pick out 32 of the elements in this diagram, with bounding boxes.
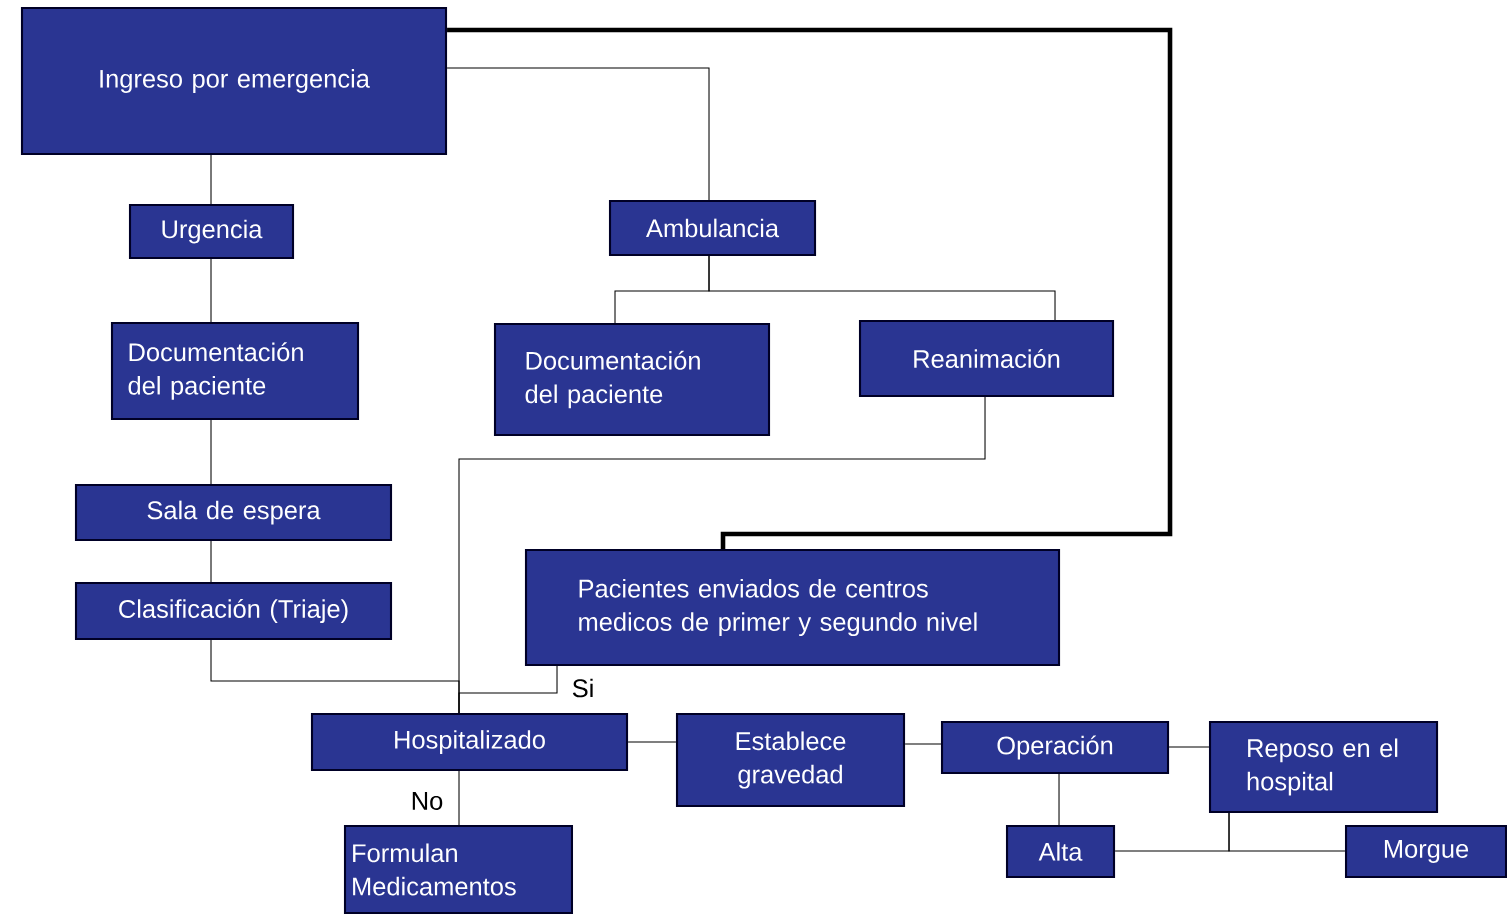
process-box: Clasificación (Triaje) [74,581,393,641]
connector-line [1168,746,1210,748]
connector-line [210,258,212,323]
process-box: Pacientes enviados de centros medicos de primer y segundo nivel [524,548,1061,667]
connector-line [708,255,1056,321]
process-box: Documentación del paciente [493,322,771,437]
process-box: Urgencia [128,203,295,260]
edge-label: Si [569,676,597,700]
process-box: Ambulancia [608,199,817,257]
edge-label: No [408,790,446,812]
process-box: Morgue [1344,824,1507,879]
process-box: Ingreso por emergencia [20,6,448,156]
process-box: Documentación del paciente [110,321,360,421]
connector-line [458,770,460,826]
process-box: Establece gravedad [675,712,906,808]
connector-line [627,741,677,743]
connector-line [210,419,212,485]
connector-line [446,67,710,201]
process-box: Hospitalizado [310,712,629,772]
connector-line [210,154,212,205]
connector-line [1228,812,1346,852]
process-box: Alta [1005,824,1116,879]
process-box: Reposo en el hospital [1208,720,1439,814]
process-box: Formulan Medicamentos [343,824,574,915]
connector-line [1058,773,1060,826]
process-box: Sala de espera [74,483,393,542]
process-box: Operación [940,720,1170,775]
process-box: Reanimación [858,319,1115,398]
connector-line [458,665,558,714]
connector-line [447,27,1173,550]
connector-line [904,743,942,745]
connector-line [210,540,212,583]
